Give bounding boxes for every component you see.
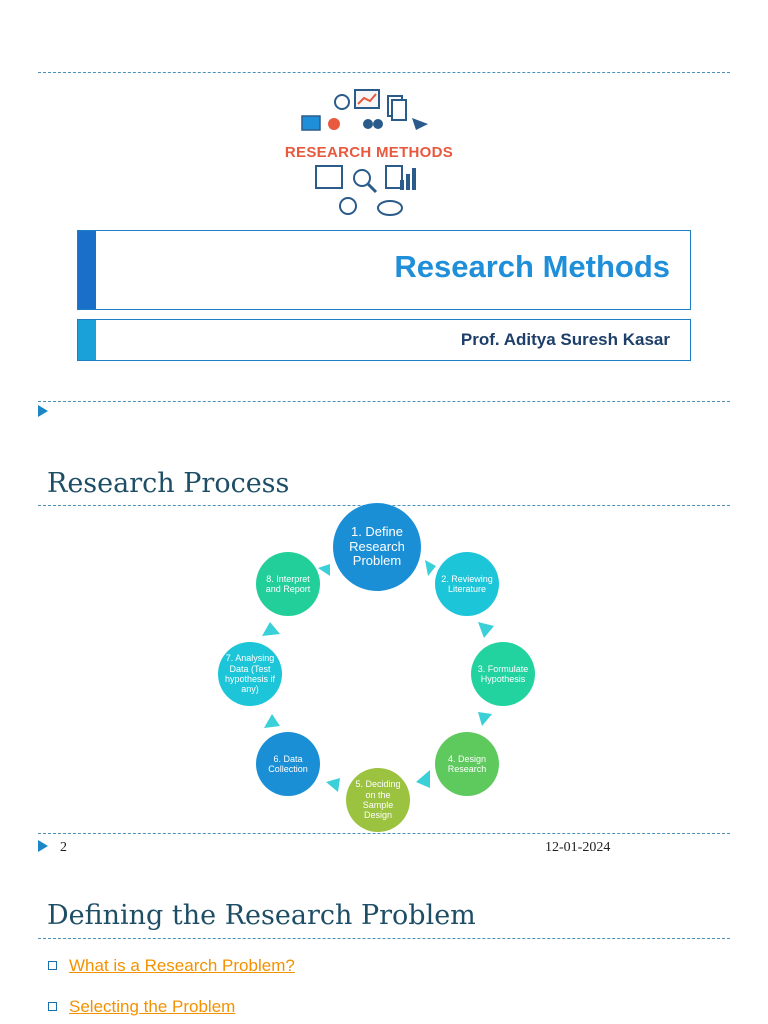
step-7-node: 7. Analysing Data (Test hypothesis if an… [218, 642, 282, 706]
title-accent-bar [78, 231, 96, 309]
author-name: Prof. Aditya Suresh Kasar [460, 330, 670, 349]
list-item: What is a Research Problem? [48, 956, 295, 976]
step-4-node: 4. Design Research [435, 732, 499, 796]
step-6-node: 6. Data Collection [256, 732, 320, 796]
step-2-node: 2. Reviewing Literature [435, 552, 499, 616]
slide-divider [38, 833, 730, 834]
slide-date: 12-01-2024 [545, 840, 611, 855]
link-selecting-problem[interactable]: Selecting the Problem [69, 997, 236, 1016]
checkbox-bullet-icon [48, 1001, 57, 1011]
slide-marker-icon [38, 840, 48, 852]
logo-wordmark: RESEARCH METHODS [284, 144, 454, 161]
slide-marker-icon [38, 405, 48, 417]
presentation-title: Research Methods [394, 249, 670, 284]
checkbox-bullet-icon [48, 960, 57, 970]
author-box: Prof. Aditya Suresh Kasar [77, 319, 691, 361]
slide-divider-top [38, 72, 730, 73]
step-3-node: 3. Formulate Hypothesis [471, 642, 535, 706]
slide-divider [38, 401, 730, 402]
slide-title: Defining the Research Problem [47, 900, 476, 931]
step-1-node: 1. Define Research Problem [333, 503, 421, 591]
logo-illustration [301, 89, 428, 216]
step-8-node: 8. Interpret and Report [256, 552, 320, 616]
research-methods-logo: RESEARCH METHODS [250, 84, 488, 224]
author-accent-bar [78, 320, 96, 360]
title-box: Research Methods [77, 230, 691, 310]
step-5-node: 5. Deciding on the Sample Design [346, 768, 410, 832]
title-underline [38, 938, 730, 939]
slide-title: Research Process [47, 468, 290, 499]
page-number: 2 [60, 840, 67, 855]
link-research-problem[interactable]: What is a Research Problem? [69, 956, 295, 975]
list-item: Selecting the Problem [48, 997, 235, 1017]
